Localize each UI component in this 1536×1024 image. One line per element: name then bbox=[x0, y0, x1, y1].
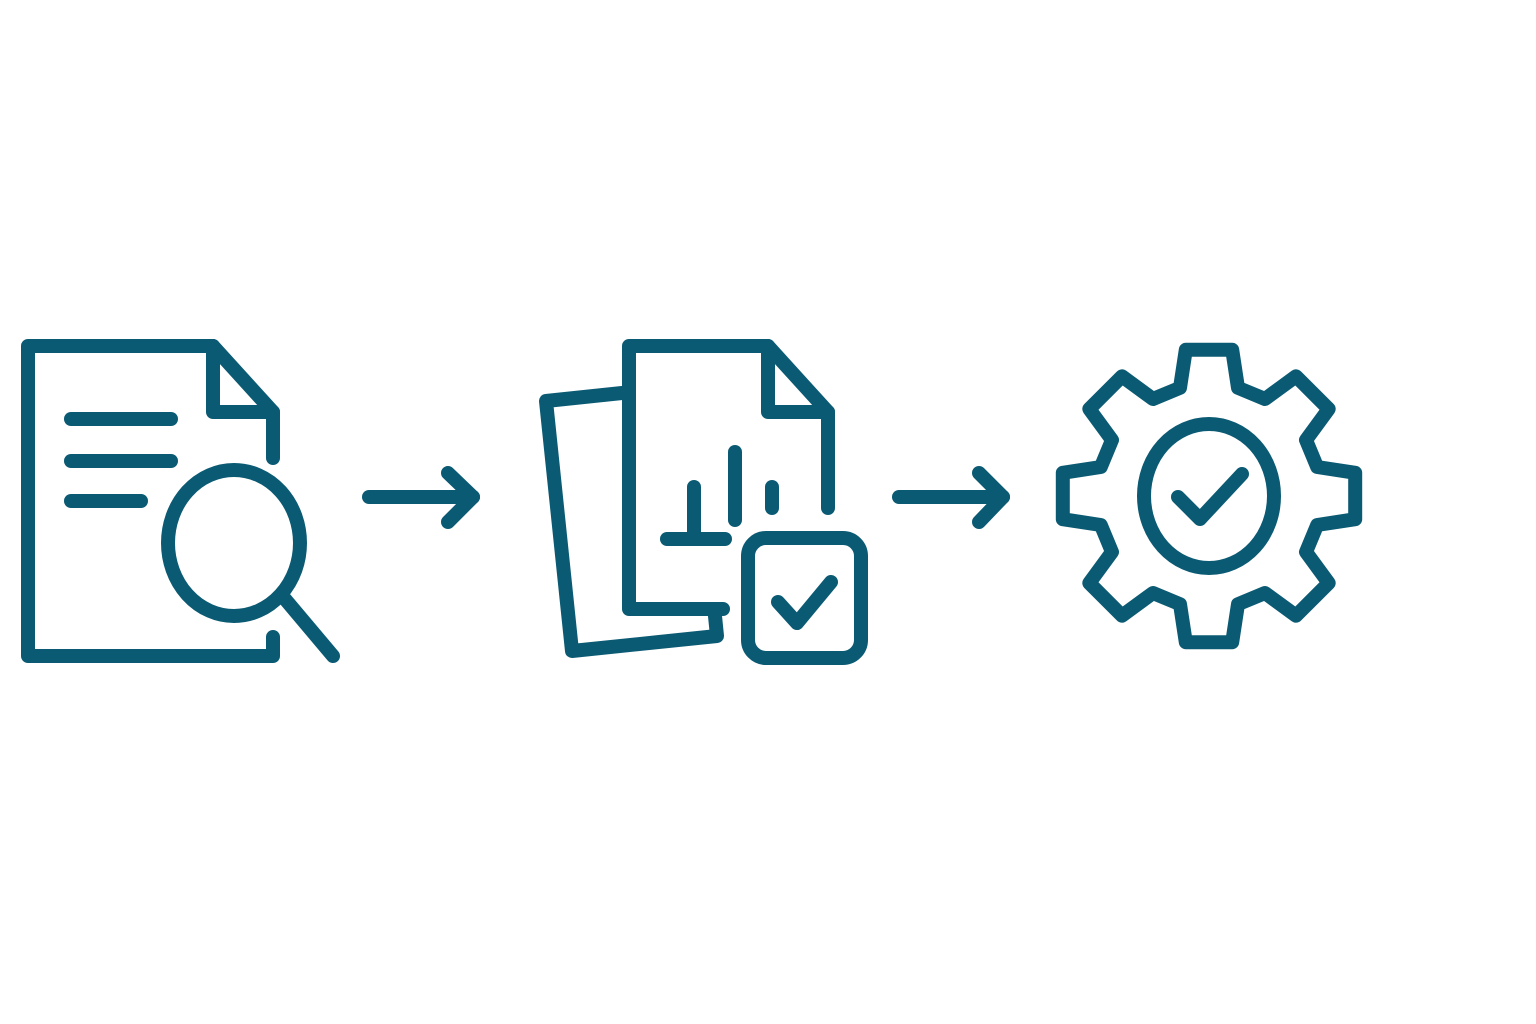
check-box bbox=[741, 531, 868, 665]
back-sheet bbox=[539, 386, 724, 658]
arrow-right-icon bbox=[892, 466, 1010, 529]
document-search-icon bbox=[21, 339, 340, 663]
arrow-right-icon bbox=[362, 466, 480, 529]
folded-corner bbox=[761, 339, 835, 419]
gear-inner-circle bbox=[1137, 417, 1281, 575]
front-sheet bbox=[622, 339, 835, 616]
gear-check-icon bbox=[1055, 342, 1363, 650]
magnifier-lens bbox=[161, 463, 307, 623]
magnifier-handle bbox=[278, 592, 340, 663]
report-approval-icon bbox=[539, 339, 868, 665]
check-mark-icon bbox=[771, 575, 838, 630]
check-mark-icon bbox=[1171, 467, 1249, 526]
gear-outline bbox=[1055, 342, 1363, 650]
